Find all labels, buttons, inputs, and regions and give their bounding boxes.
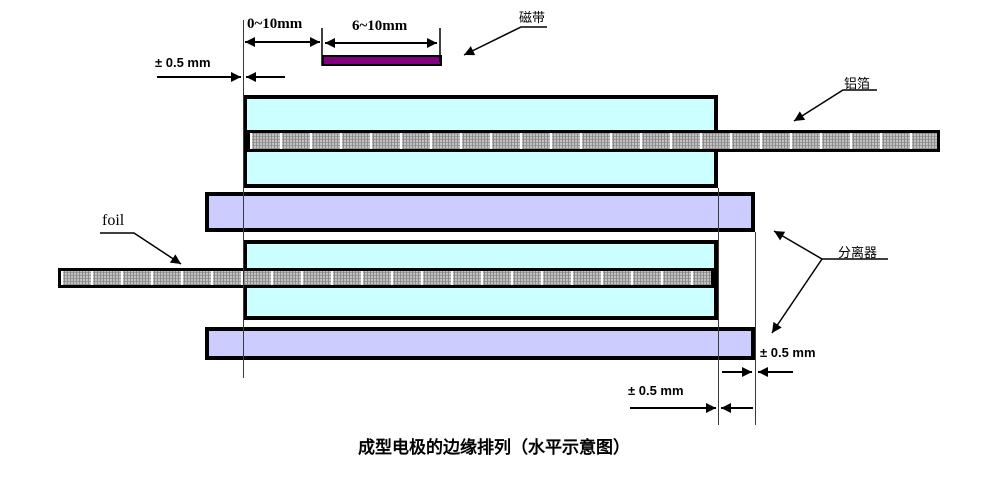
separator-leader-arrow-lower: [771, 258, 823, 334]
electrode-right-edge-reference-line: [718, 188, 719, 425]
diagram-caption: 成型电极的边缘排列（水平示意图）: [358, 438, 630, 457]
magnetic-tape-bar: [322, 55, 442, 66]
separator-bar-lower: [205, 327, 755, 360]
separator-bar-upper: [205, 192, 755, 232]
left-edge-reference-line: [243, 20, 244, 378]
tape-width-dimension-label: 6~10mm: [352, 18, 408, 34]
electrode-right-tolerance-label: ± 0.5 mm: [628, 383, 684, 398]
separator-label: 分离器: [838, 245, 878, 260]
tape-leader-arrow: [463, 26, 547, 56]
aluminum-foil-label: 铝箔: [844, 76, 871, 91]
tape-label: 磁带: [519, 10, 546, 25]
separator-right-tolerance-label: ± 0.5 mm: [760, 345, 816, 360]
foil-label: foil: [102, 212, 125, 229]
aluminum-foil-leader-arrow: [793, 89, 877, 122]
separator-right-edge-reference-line: [755, 232, 756, 425]
left-tolerance-label: ± 0.5 mm: [155, 55, 211, 70]
edge-offset-dimension-label: 0~10mm: [247, 16, 303, 32]
aluminum-foil-strip-bottom: [58, 268, 714, 288]
aluminum-foil-strip-top: [247, 130, 940, 152]
foil-leader-arrow: [100, 232, 182, 265]
